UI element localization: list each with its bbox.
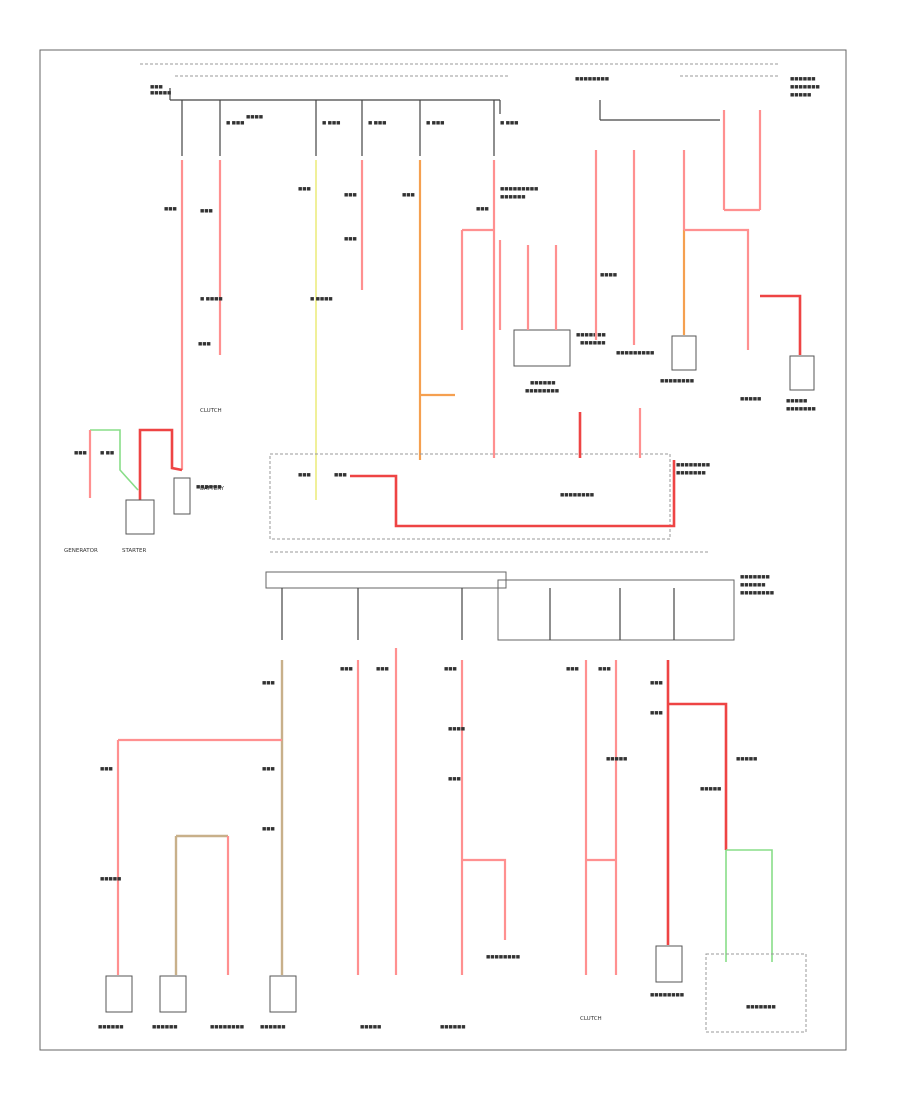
svg-text:■■■: ■■■: [650, 681, 663, 686]
clutch-label-bottom: CLUTCH: [580, 1016, 602, 1022]
svg-text:■■■■■■■■: ■■■■■■■■: [525, 389, 559, 394]
starter-label: STARTER: [122, 548, 146, 554]
svg-text:■■■■■■: ■■■■■■: [440, 1025, 466, 1030]
svg-text:■■■: ■■■: [298, 187, 311, 192]
svg-text:■ ■■■: ■ ■■■: [500, 121, 518, 126]
svg-text:■ ■■■: ■ ■■■: [368, 121, 386, 126]
svg-text:■■■■■■■■: ■■■■■■■■: [575, 77, 609, 82]
battery-component: [173, 477, 191, 515]
svg-text:■■■: ■■■: [200, 209, 213, 214]
svg-text:■■■■■■■■: ■■■■■■■■: [210, 1025, 244, 1030]
svg-text:■■■: ■■■: [344, 237, 357, 242]
svg-text:■■■: ■■■: [650, 711, 663, 716]
svg-text:■ ■■■: ■ ■■■: [426, 121, 444, 126]
svg-text:■■■: ■■■: [448, 777, 461, 782]
svg-text:■■■: ■■■: [444, 667, 457, 672]
svg-text:■■■■■■: ■■■■■■: [196, 485, 222, 490]
svg-text:■■■■■■■: ■■■■■■■: [790, 85, 820, 90]
svg-text:■ ■■■■: ■ ■■■■: [200, 297, 223, 302]
svg-text:■■■: ■■■: [74, 451, 87, 456]
svg-text:■ ■■: ■ ■■: [100, 451, 114, 456]
svg-text:■ ■■■■: ■ ■■■■: [310, 297, 333, 302]
svg-text:■■■■■■■■■: ■■■■■■■■■: [616, 351, 654, 356]
svg-text:■■■■■: ■■■■■: [360, 1025, 381, 1030]
svg-text:■■■■■■■: ■■■■■■■: [746, 1005, 776, 1010]
svg-text:■■■■■■: ■■■■■■: [152, 1025, 178, 1030]
svg-text:■■■■■■: ■■■■■■: [260, 1025, 286, 1030]
svg-text:■■■: ■■■: [298, 473, 311, 478]
clutch-label-top: CLUTCH: [200, 408, 222, 414]
svg-text:■■■: ■■■: [262, 681, 275, 686]
lower-fuse-block: [265, 571, 507, 589]
svg-text:■■■■■■■■: ■■■■■■■■: [740, 591, 774, 596]
battery-label: BATTERY: [200, 486, 225, 492]
svg-text:■■■■■■■: ■■■■■■■: [786, 407, 816, 412]
svg-text:■■■■■■: ■■■■■■: [740, 583, 766, 588]
svg-text:■■■■■■: ■■■■■■: [530, 381, 556, 386]
svg-text:■■■■■: ■■■■■: [790, 93, 811, 98]
svg-text:■■■■■■: ■■■■■■: [500, 195, 526, 200]
svg-text:■■■: ■■■: [150, 85, 163, 90]
svg-text:■■■■■: ■■■■■: [606, 757, 627, 762]
diagram-frame: [39, 49, 847, 1051]
generator-label: GENERATOR: [64, 548, 98, 554]
svg-text:■■■■■: ■■■■■: [100, 877, 121, 882]
svg-text:■■■■■■■■■: ■■■■■■■■■: [500, 187, 538, 192]
svg-text:■■■: ■■■: [340, 667, 353, 672]
starting-charging-group: ■■■■■■ ■■■ ■ ■■ GENERATOR STARTER BATTER…: [64, 408, 225, 554]
svg-text:■■■■■: ■■■■■: [700, 787, 721, 792]
svg-text:■■■: ■■■: [164, 207, 177, 212]
svg-text:■■■: ■■■: [476, 207, 489, 212]
svg-text:■■■■■: ■■■■■: [150, 91, 171, 96]
svg-text:■■■■■■: ■■■■■■: [790, 77, 816, 82]
svg-text:■■■: ■■■: [100, 767, 113, 772]
svg-text:■■■: ■■■: [334, 473, 347, 478]
svg-text:■■■: ■■■: [262, 827, 275, 832]
svg-text:■ ■■■: ■ ■■■: [322, 121, 340, 126]
svg-text:■■■■: ■■■■: [246, 115, 263, 120]
svg-text:■■■: ■■■: [344, 193, 357, 198]
svg-text:■■■■■■■: ■■■■■■■: [740, 575, 770, 580]
svg-text:■■■■: ■■■■: [448, 727, 465, 732]
svg-text:■■■: ■■■: [198, 342, 211, 347]
svg-text:■■■■■■■■: ■■■■■■■■: [650, 993, 684, 998]
svg-text:■■■: ■■■: [566, 667, 579, 672]
svg-text:■■■: ■■■: [262, 767, 275, 772]
svg-text:■■■■■: ■■■■■: [786, 399, 807, 404]
svg-text:■■■■■: ■■■■■: [740, 397, 761, 402]
svg-text:■■■■■: ■■■■■: [736, 757, 757, 762]
svg-text:■■■■■■■■: ■■■■■■■■: [676, 463, 710, 468]
svg-text:■■■■■■■■: ■■■■■■■■: [560, 493, 594, 498]
junction-box-dash: [269, 453, 671, 540]
svg-text:■■■■: ■■■■: [600, 273, 617, 278]
svg-text:■■■: ■■■: [376, 667, 389, 672]
svg-text:■■■■■■: ■■■■■■: [580, 341, 606, 346]
svg-text:■■■■■■■: ■■■■■■■: [676, 471, 706, 476]
right-top-group: ■■■■■■■■ ■■■■■■ ■■■■■■■ ■■■■■ ■■■■ ■■■■■…: [575, 77, 820, 412]
power-distribution-center-top: ■■■ ■■■■■ ■ ■■■ ■■■■ ■ ■■■ ■ ■■■ ■ ■■■ ■…: [150, 85, 518, 156]
starter-component: [125, 499, 155, 535]
svg-text:■■■■■■■■: ■■■■■■■■: [486, 955, 520, 960]
svg-text:■ ■■■: ■ ■■■: [226, 121, 244, 126]
svg-text:■■■: ■■■: [402, 193, 415, 198]
svg-text:■■■■■■: ■■■■■■: [98, 1025, 124, 1030]
svg-text:■■■■■■■■: ■■■■■■■■: [660, 379, 694, 384]
svg-text:■■■: ■■■: [598, 667, 611, 672]
svg-text:■■■■■■■: ■■■■■■■: [576, 333, 606, 338]
